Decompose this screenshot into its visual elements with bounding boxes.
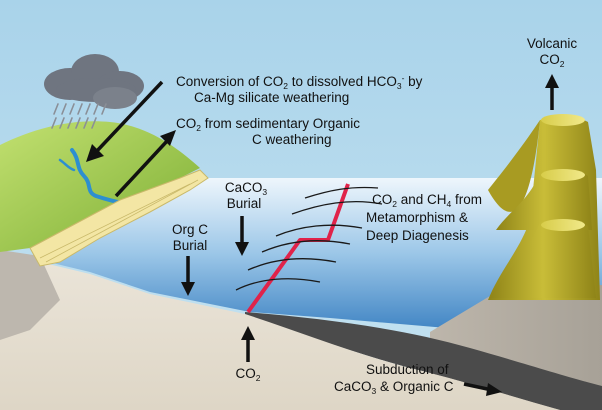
metamorphism-contours [235,186,383,291]
arrow-subduction [463,382,502,396]
label-caco3: CaCO3 [225,180,268,197]
label-subduction-line1: Subduction of [366,362,449,377]
label-sedimentary-line2: C weathering [252,132,332,147]
ocean [40,178,602,345]
river [70,148,130,206]
oceanic-crust [0,262,560,410]
arrow-volcanic-co2 [545,74,559,110]
label-caco3-burial: Burial [227,196,262,211]
sediment-wedge [29,169,209,267]
label-orgc: Org C [172,222,208,237]
arrow-organic-c-weathering [114,130,176,198]
label-orgc-burial: Burial [173,238,208,253]
label-metamorphism-line1: CO2 and CH4 from [372,192,482,209]
label-volcanic: Volcanic [527,36,578,51]
rain-cloud [44,54,144,109]
label-bottom-co2: CO2 [236,366,261,383]
arrow-orgc-burial [181,256,195,296]
fault-line [246,183,350,314]
rain-drops [51,103,107,129]
label-conversion-line1: Conversion of CO2 to dissolved HCO3- by [176,73,423,91]
volcano-stack [488,114,600,300]
label-sedimentary-line1: CO2 from sedimentary Organic [176,116,360,133]
subducting-plate [245,312,602,410]
label-metamorphism-line2: Metamorphism & [366,210,468,225]
label-volcanic-co2: CO2 [540,52,565,69]
label-subduction-line2: CaCO3 & Organic C [334,379,454,396]
arrow-caco3-burial [235,216,249,256]
label-metamorphism-line3: Deep Diagenesis [366,228,469,243]
arrow-silicate-weathering [86,80,164,162]
arrow-bottom-co2 [241,326,255,362]
land-hill [0,121,200,253]
continental-crust-left [0,250,60,340]
label-conversion-line2: Ca-Mg silicate weathering [194,90,349,105]
